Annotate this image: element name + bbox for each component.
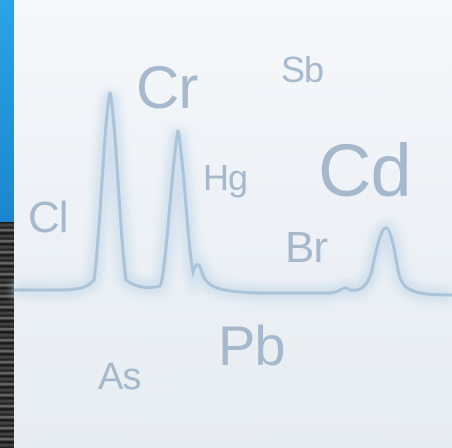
label-hg: Hg — [203, 157, 248, 198]
label-cd: Cd — [318, 129, 412, 212]
label-pb: Pb — [218, 314, 285, 377]
left-blue-edge — [0, 0, 14, 222]
spectrum-trace-line — [14, 91, 452, 297]
label-cl: Cl — [28, 193, 69, 242]
left-dark-edge — [0, 222, 14, 448]
label-cr: Cr — [136, 54, 198, 121]
label-sb: Sb — [281, 49, 324, 90]
label-br: Br — [285, 223, 328, 272]
label-as: As — [98, 356, 141, 398]
